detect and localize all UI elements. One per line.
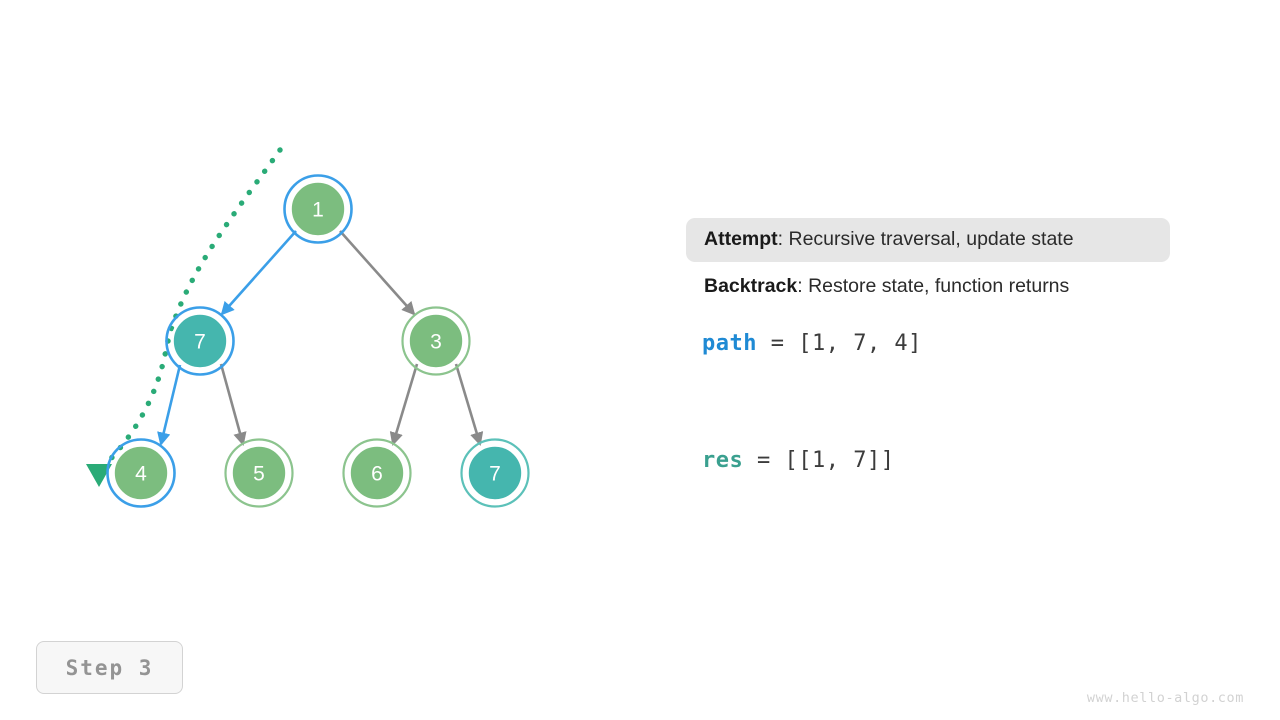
- node-value: 7: [489, 463, 501, 486]
- node-circle: [230, 444, 288, 502]
- tree-node-3[interactable]: 3: [401, 306, 471, 376]
- backtrack-row: Backtrack: Restore state, function retur…: [686, 262, 1186, 297]
- node-value: 6: [371, 463, 383, 486]
- node-outer-ring: [460, 438, 530, 508]
- backtrack-description: : Restore state, function returns: [797, 275, 1070, 298]
- node-value: 5: [253, 463, 265, 486]
- tree-node-7-left[interactable]: 7: [165, 306, 235, 376]
- node-value: 7: [194, 331, 206, 354]
- node-circle: [171, 312, 229, 370]
- edge-3-to-6: [389, 363, 419, 446]
- res-variable-name: res: [702, 448, 744, 473]
- tree-node-5[interactable]: 5: [224, 438, 294, 508]
- node-value: 1: [312, 199, 324, 222]
- site-watermark: www.hello-algo.com: [1086, 690, 1244, 706]
- tree-node-7-right[interactable]: 7: [460, 438, 530, 508]
- edge-1-to-3: [339, 230, 416, 316]
- traversal-arrowhead-icon: [86, 464, 112, 487]
- node-outer-ring: [224, 438, 294, 508]
- info-panel: Attempt: Recursive traversal, update sta…: [686, 218, 1186, 298]
- tree-edges: [157, 230, 484, 446]
- node-value: 3: [430, 331, 442, 354]
- node-outer-ring: [401, 306, 471, 376]
- step-badge: Step 3: [36, 641, 183, 694]
- node-highlight-ring: [283, 174, 353, 244]
- edge-7-to-5: [219, 363, 247, 446]
- path-variable-name: path: [702, 331, 757, 356]
- node-outer-ring: [342, 438, 412, 508]
- node-circle: [407, 312, 465, 370]
- traversal-path: [86, 147, 283, 487]
- attempt-row: Attempt: Recursive traversal, update sta…: [686, 218, 1170, 263]
- traversal-dotted-curve: [98, 147, 283, 472]
- node-circle: [289, 180, 347, 238]
- backtrack-label: Backtrack: [704, 275, 798, 298]
- edge-1-to-7: [220, 230, 297, 316]
- path-state-line: path = [1, 7, 4]: [702, 331, 922, 356]
- attempt-label: Attempt: [704, 228, 778, 250]
- node-circle: [348, 444, 406, 502]
- tree-nodes: 1 7 3 4: [106, 174, 530, 508]
- attempt-description: : Recursive traversal, update state: [777, 228, 1074, 250]
- node-highlight-ring: [106, 438, 176, 508]
- path-variable-value: = [1, 7, 4]: [756, 331, 922, 356]
- node-circle: [466, 444, 524, 502]
- res-state-line: res = [[1, 7]]: [702, 448, 894, 473]
- node-circle: [112, 444, 170, 502]
- tree-node-1[interactable]: 1: [283, 174, 353, 244]
- tree-node-4[interactable]: 4: [106, 438, 176, 508]
- step-badge-label: Step 3: [65, 655, 154, 680]
- edge-3-to-7: [454, 363, 484, 446]
- node-highlight-ring: [165, 306, 235, 376]
- tree-node-6[interactable]: 6: [342, 438, 412, 508]
- res-variable-value: = [[1, 7]]: [743, 448, 895, 473]
- edge-7-to-4: [157, 364, 182, 446]
- node-value: 4: [135, 463, 147, 486]
